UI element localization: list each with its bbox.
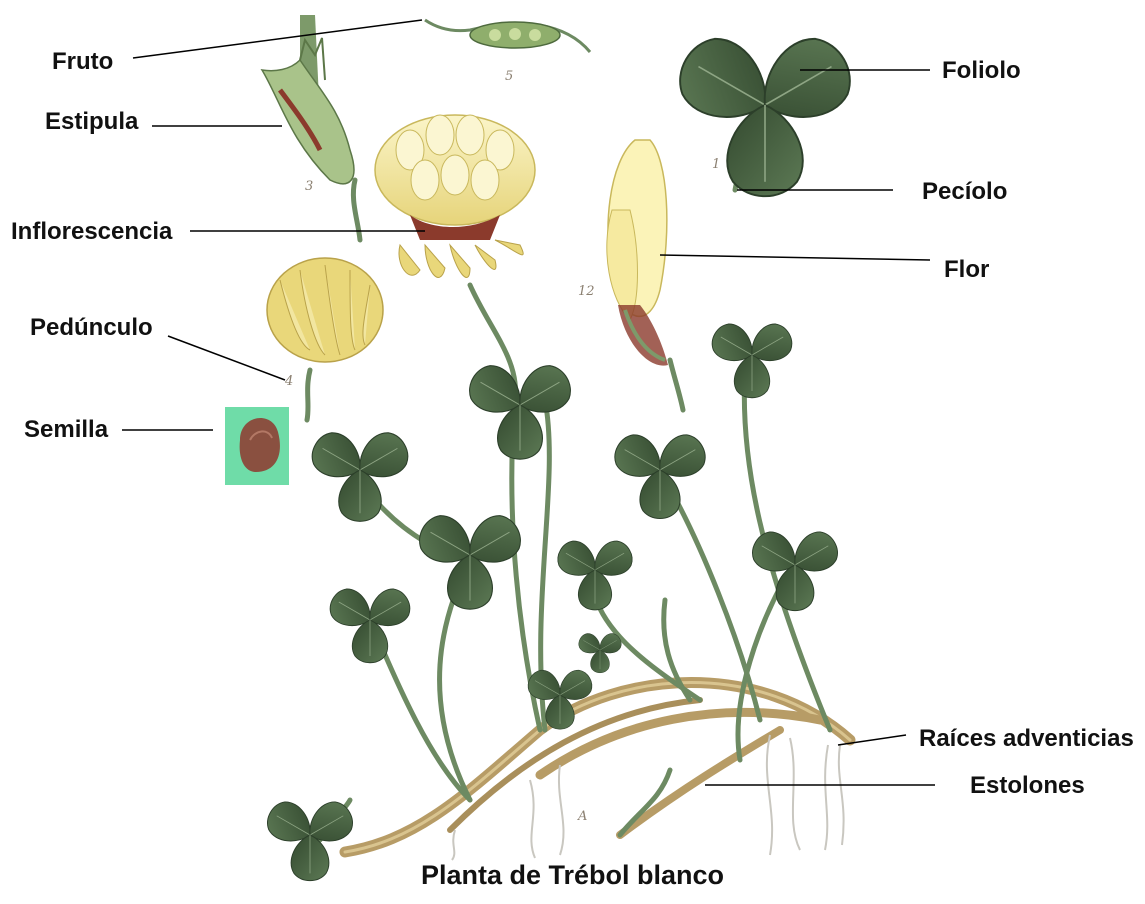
label-fruto: Fruto [52,50,113,74]
flower [607,140,668,366]
stolons [345,683,850,853]
plate-number-12: 12 [578,284,595,299]
label-semilla: Semilla [24,418,108,442]
label-foliolo: Foliolo [942,59,1021,83]
plate-number-A: A [577,809,587,824]
label-raices-adventicias: Raíces adventicias [919,727,1134,751]
fruit-pod [425,20,590,52]
label-estipula: Estipula [45,110,138,134]
label-flor: Flor [944,258,989,282]
stems [307,140,830,840]
figure-caption: Planta de Trébol blanco [0,862,1145,889]
leader-flor [660,255,930,260]
plate-number-5: 5 [505,69,513,84]
plate-number-1: 1 [712,157,720,172]
clover-leaves [261,318,844,880]
small-flowerhead [267,258,383,362]
leader-fruto [133,20,422,58]
label-pedunculo: Pedúnculo [30,316,153,340]
stipule [262,15,354,184]
inflorescence [375,115,535,277]
plate-number-3: 3 [305,179,313,194]
label-peciolo: Pecíolo [922,180,1007,204]
foliolo-leaf [667,27,863,197]
label-estolones: Estolones [970,774,1085,798]
label-inflorescencia: Inflorescencia [11,220,172,244]
plate-number-4: 4 [284,374,293,389]
seed [225,407,289,485]
leader-pedunculo [168,336,285,380]
